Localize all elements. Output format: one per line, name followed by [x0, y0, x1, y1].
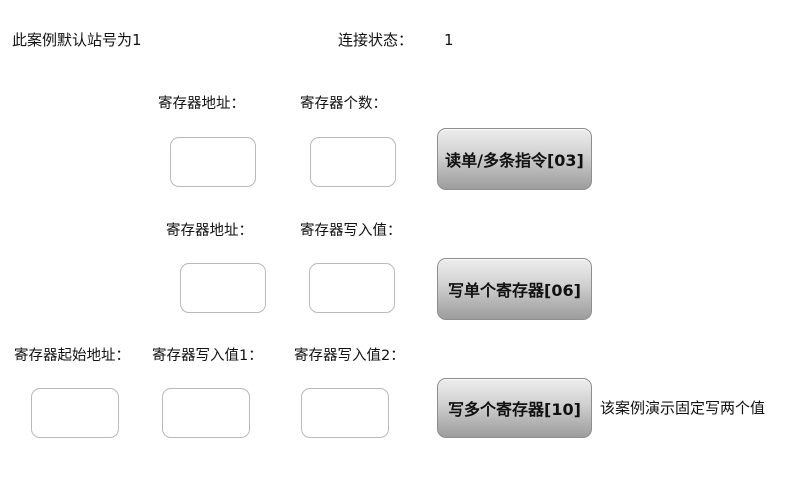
row2-label-register-write-value: 寄存器写入值：	[300, 223, 402, 239]
multi-register-start-address-input[interactable]	[31, 388, 119, 438]
row1-label-register-address: 寄存器地址：	[158, 96, 245, 112]
read-registers-button[interactable]: 读单/多条指令[03]	[437, 128, 592, 190]
station-note-text: 此案例默认站号为1	[12, 31, 142, 49]
connection-status-label: 连接状态：	[338, 31, 414, 49]
row1-label-register-count: 寄存器个数：	[300, 96, 387, 112]
row3-label-register-write-value1: 寄存器写入值1：	[152, 348, 263, 364]
multi-register-value2-input[interactable]	[301, 388, 389, 438]
single-register-value-input[interactable]	[309, 263, 395, 313]
row3-label-register-start-address: 寄存器起始地址：	[14, 348, 130, 364]
write-single-register-button[interactable]: 写单个寄存器[06]	[437, 258, 592, 320]
single-register-address-input[interactable]	[180, 263, 266, 313]
write-multiple-registers-button[interactable]: 写多个寄存器[10]	[437, 378, 592, 438]
connection-status-value: 1	[444, 31, 454, 49]
multi-register-note-text: 该案例演示固定写两个值	[600, 399, 766, 417]
multi-register-value1-input[interactable]	[162, 388, 250, 438]
row3-label-register-write-value2: 寄存器写入值2：	[294, 348, 405, 364]
register-count-input[interactable]	[310, 137, 396, 187]
row2-label-register-address: 寄存器地址：	[166, 223, 253, 239]
register-address-input[interactable]	[170, 137, 256, 187]
